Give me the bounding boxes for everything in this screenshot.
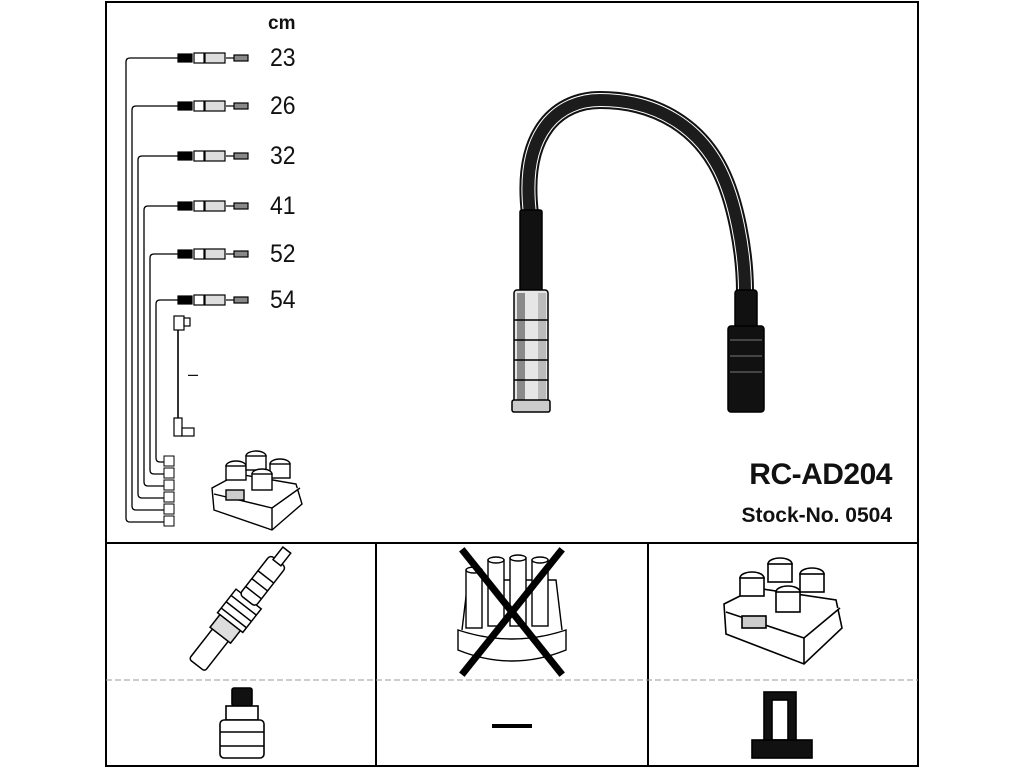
plug-connector-icon [219,687,265,759]
ignition-cable [519,90,754,301]
spark-plug-boot [511,209,551,413]
stock-number: Stock-No. 0504 [741,504,892,527]
dash-icon [492,724,532,728]
ignition-coil-icon [723,557,843,665]
wire-harness [125,57,178,523]
coil-boot [727,289,765,413]
coil-connector-icon [751,691,813,759]
extra-wire [173,315,195,437]
wire-length-6: 54 [270,286,296,314]
unit-label: cm [268,13,296,34]
connector-54 [177,294,249,306]
connector-32 [177,150,249,162]
wire-length-1: 23 [270,44,296,72]
distributor-cap-icon [457,554,567,662]
connector-26 [177,100,249,112]
wire-length-4: 41 [270,192,296,220]
wire-length-5: 52 [270,240,296,268]
frame [105,1,919,767]
coil-pack-small [211,450,303,531]
spark-plug-icon [189,545,292,671]
connector-23 [177,52,249,64]
wire-connectors [177,52,249,306]
wire-length-2: 26 [270,92,296,120]
wire-length-3: 32 [270,142,296,170]
connector-52 [177,248,249,260]
product-code: RC-AD204 [749,458,892,491]
extra-wire-length: – [188,364,199,384]
connector-41 [177,200,249,212]
harness-terminals [163,455,175,527]
not-applicable-cross-icon [459,547,565,677]
